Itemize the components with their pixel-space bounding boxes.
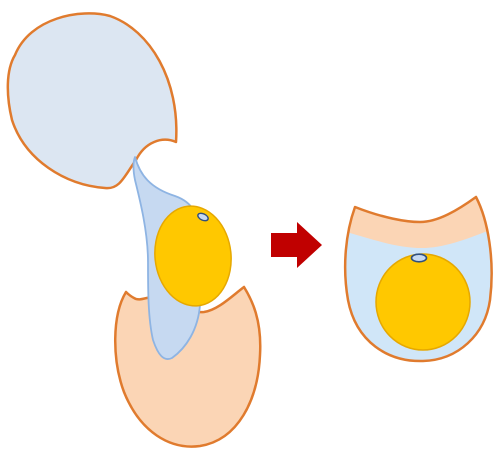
cracked-egg-panel (8, 13, 260, 446)
germinal-disc (412, 254, 427, 262)
transition-arrow (271, 222, 322, 268)
yolk (376, 254, 470, 350)
upper-shell (8, 13, 177, 188)
egg-in-cup-panel (340, 197, 496, 380)
